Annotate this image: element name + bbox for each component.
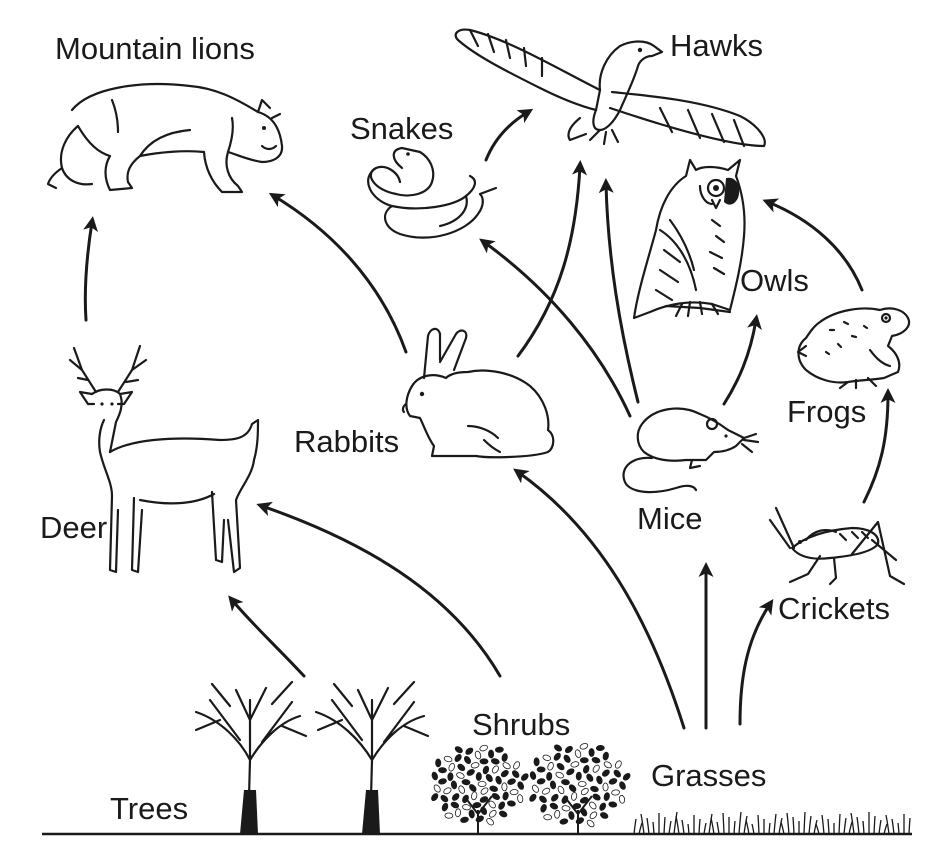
food-web-arrows: [83, 108, 896, 730]
label-hawks: Hawks: [670, 28, 764, 63]
label-shrubs: Shrubs: [472, 707, 571, 742]
arrow-rabbits-to-hawks: [516, 160, 588, 358]
label-grasses: Grasses: [651, 758, 767, 793]
rabbit-illustration: [401, 327, 555, 459]
arrow-shrubs-to-deer: [256, 501, 502, 678]
label-frogs: Frogs: [787, 394, 867, 429]
arrow-mice-to-hawks: [598, 178, 640, 404]
label-deer: Deer: [40, 510, 108, 545]
arrow-grasses-to-rabbits: [513, 468, 686, 730]
arrow-deer-to-mountain-lions: [83, 216, 99, 322]
cricket-illustration: [768, 506, 906, 586]
label-mice: Mice: [637, 501, 703, 536]
label-crickets: Crickets: [778, 591, 890, 626]
arrow-snakes-to-hawks: [484, 108, 534, 162]
grasses-illustration: [633, 811, 911, 835]
label-rabbits: Rabbits: [294, 424, 400, 459]
label-mountain-lions: Mountain lions: [55, 31, 255, 66]
frog-illustration: [796, 307, 911, 390]
snake-illustration: [367, 146, 498, 239]
trees-illustration: [194, 680, 430, 836]
label-trees: Trees: [110, 791, 189, 826]
mountain-lion-illustration: [46, 83, 284, 194]
arrow-crickets-to-frogs: [862, 388, 896, 504]
arrow-trees-to-deer: [228, 595, 306, 678]
arrow-mice-to-owls: [722, 314, 762, 406]
arrow-rabbits-to-mountain-lions: [268, 192, 408, 354]
label-snakes: Snakes: [350, 111, 454, 146]
label-owls: Owls: [740, 263, 809, 298]
mouse-illustration: [622, 407, 760, 494]
hawk-illustration: [454, 28, 766, 148]
arrow-frogs-to-owls: [762, 198, 864, 292]
shrubs-illustration: [431, 743, 631, 834]
deer-illustration: [68, 344, 260, 574]
arrow-mice-to-snakes: [479, 238, 632, 418]
arrow-grasses-to-crickets: [738, 599, 774, 726]
owl-illustration: [632, 158, 746, 320]
